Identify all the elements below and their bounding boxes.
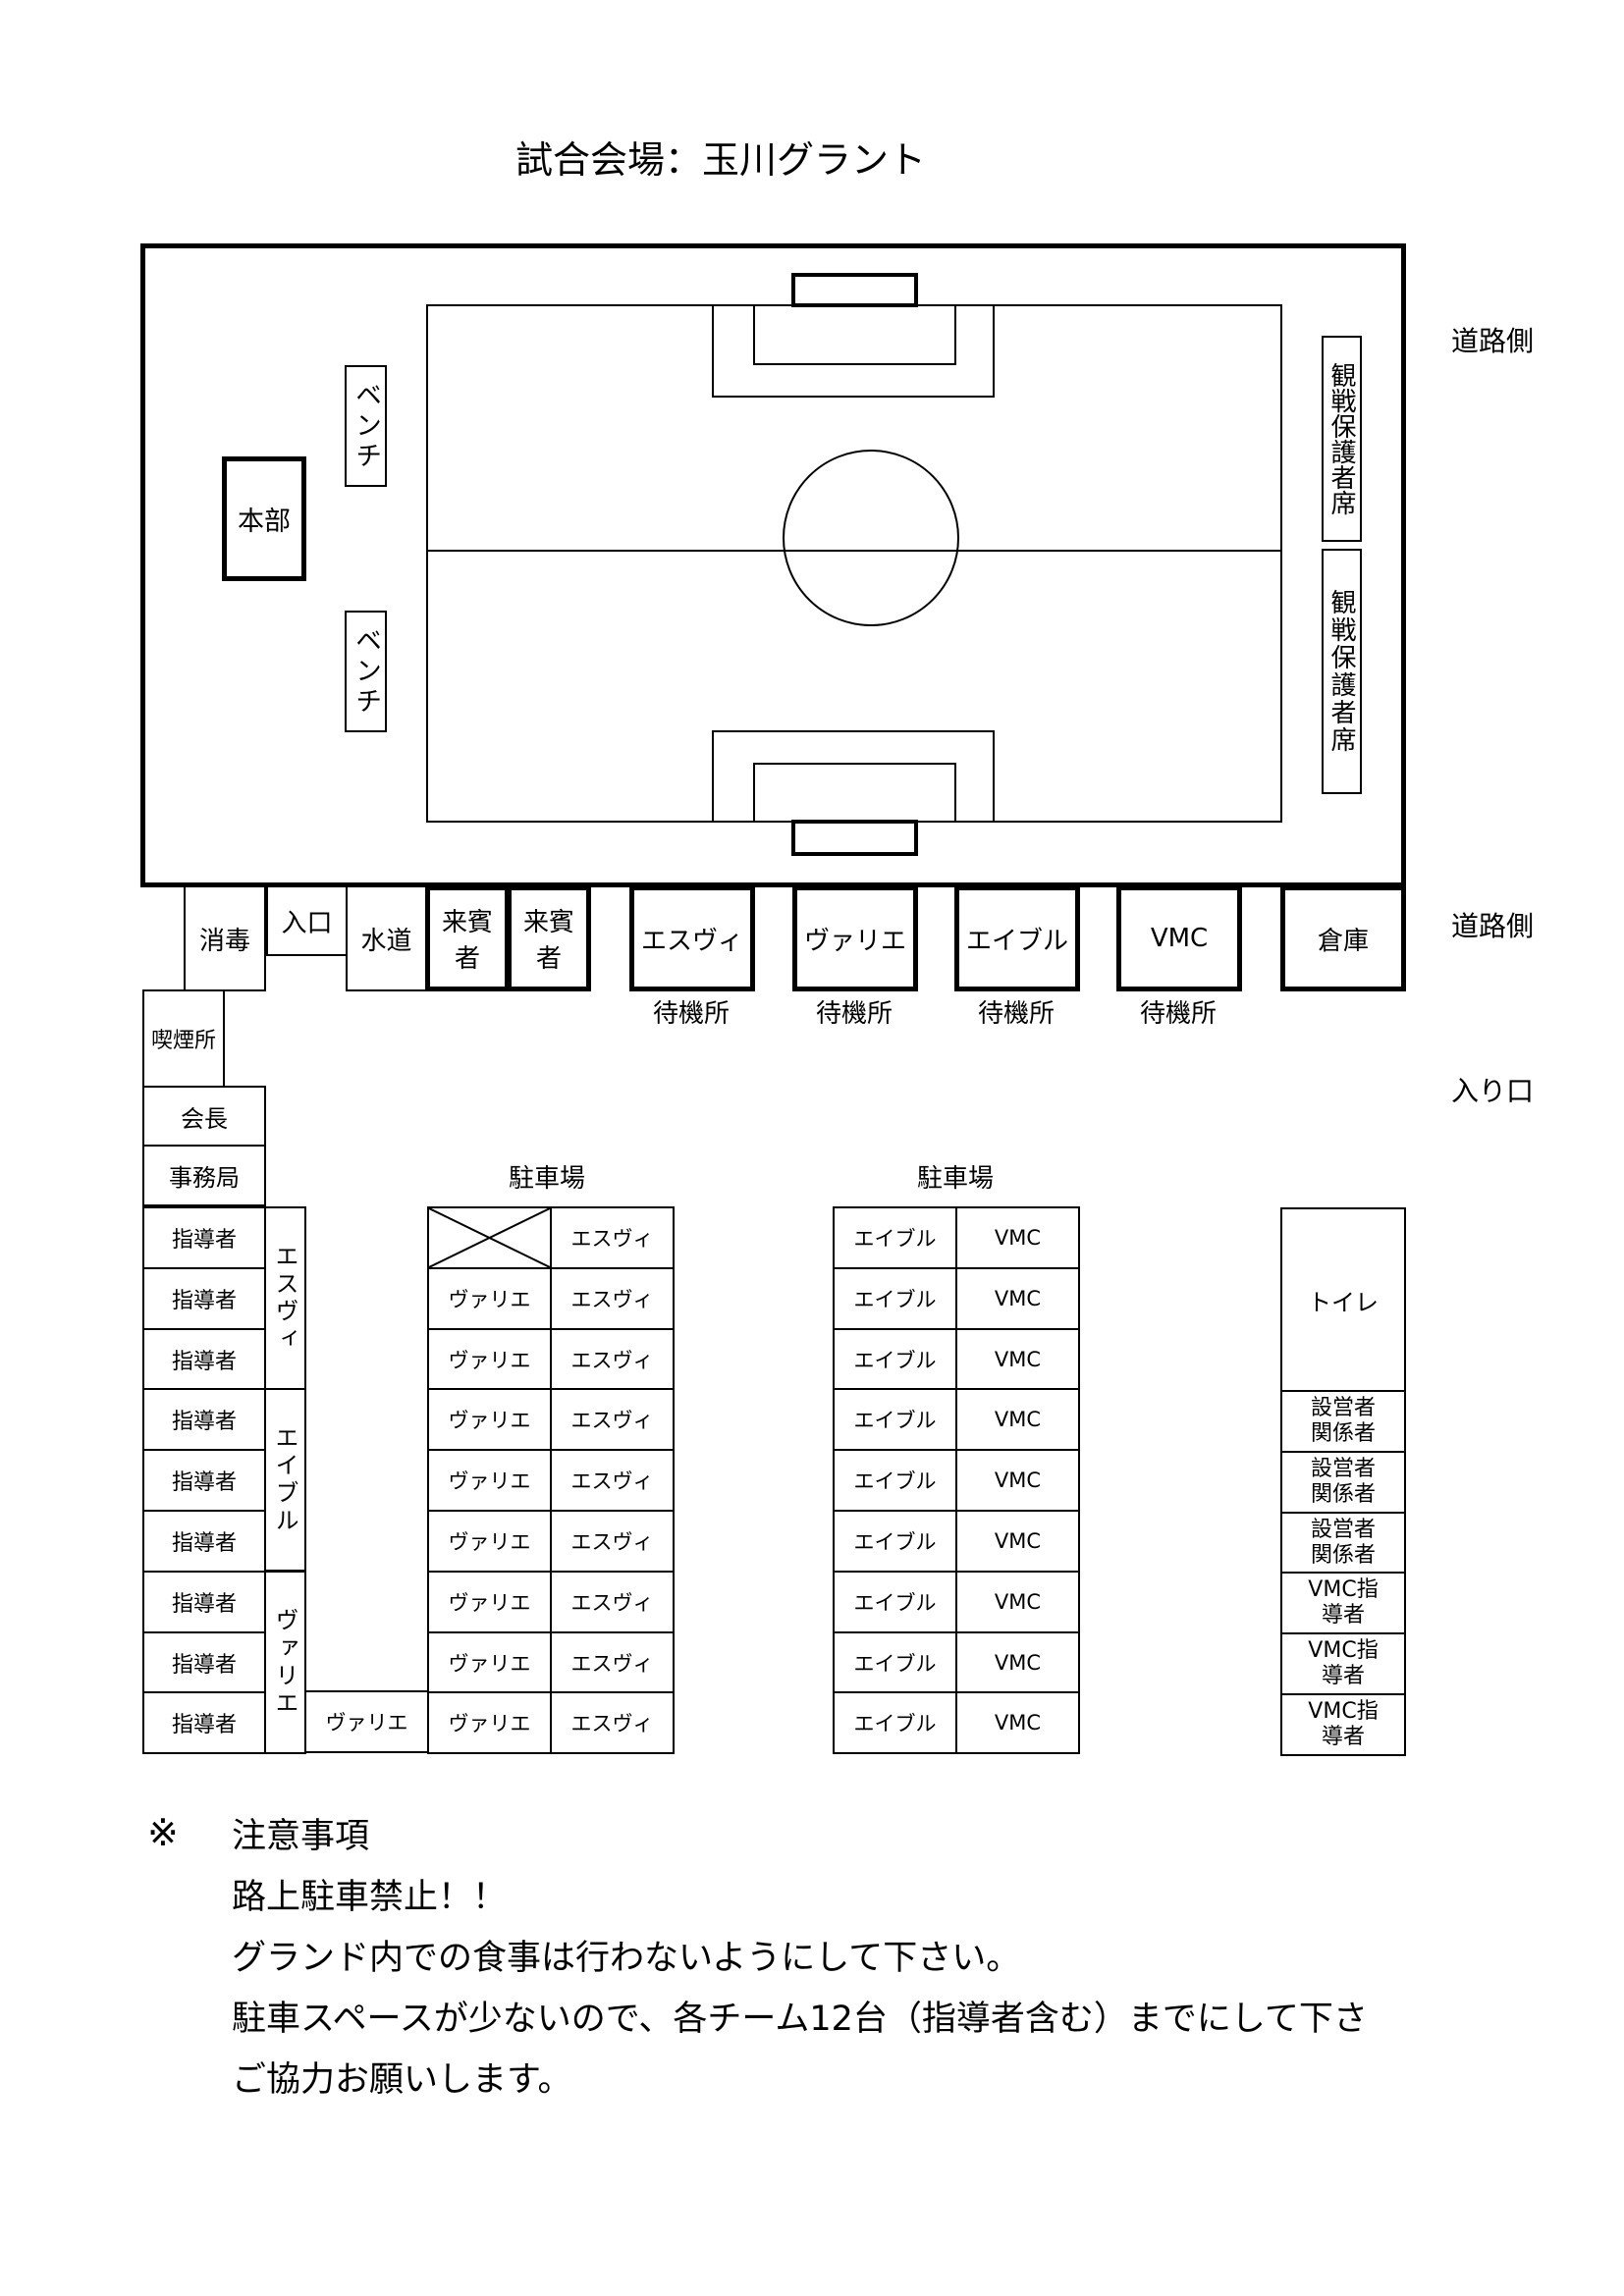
- road-side-label-mid: 道路側: [1451, 910, 1535, 942]
- chairman-parking: 会長: [142, 1086, 266, 1147]
- parking-space: エイブル: [833, 1267, 957, 1330]
- parking-space: VMC: [955, 1571, 1080, 1633]
- parking-space: エスヴィ: [550, 1206, 675, 1269]
- note-mark: ※: [147, 1811, 179, 1854]
- parking-space: ヴァリエ: [427, 1691, 552, 1754]
- guest-area-2: 来賓者: [507, 885, 591, 991]
- disinfection-area: 消毒: [184, 885, 266, 991]
- parking-label-1: 駐車場: [509, 1164, 586, 1194]
- staff-parking-space: VMC指導者: [1280, 1693, 1406, 1756]
- bench-1: ベンチ: [345, 365, 387, 487]
- coach-parking-space: 指導者: [142, 1206, 266, 1269]
- bench-2: ベンチ: [345, 611, 387, 732]
- staff-parking-space: VMC指導者: [1280, 1632, 1406, 1695]
- parking-space: ヴァリエ: [427, 1267, 552, 1330]
- parking-space: エイブル: [833, 1449, 957, 1512]
- parking-space: エスヴィ: [550, 1267, 675, 1330]
- parking-space: エスヴィ: [550, 1328, 675, 1391]
- parking-space: エスヴィ: [550, 1388, 675, 1451]
- staff-parking-space: 設営者関係者: [1280, 1451, 1406, 1514]
- notes-line: グランド内での食事は行わないようにして下さい。: [232, 1939, 1021, 1978]
- parking-space: ヴァリエ: [427, 1449, 552, 1512]
- parking-space: VMC: [955, 1631, 1080, 1694]
- notes-line: 駐車スペースが少ないので、各チーム12台（指導者含む）までにして下さ: [232, 2000, 1368, 2039]
- parking-space: エイブル: [833, 1691, 957, 1754]
- spectator-seats-1: 観戦保護者席: [1322, 336, 1362, 542]
- parking-space: エスヴィ: [550, 1449, 675, 1512]
- cross-mark: [429, 1208, 550, 1267]
- team-group-label: エイブル: [264, 1388, 306, 1572]
- parking-extra-varie: ヴァリエ: [304, 1690, 429, 1753]
- office-parking: 事務局: [142, 1145, 266, 1206]
- team-group-label: エスヴィ: [264, 1206, 306, 1390]
- parking-space: エスヴィ: [550, 1691, 675, 1754]
- waiting-box-esvi: エスヴィ: [629, 885, 755, 991]
- waiting-box-vmc: VMC: [1116, 885, 1242, 991]
- road-side-label-top: 道路側: [1451, 325, 1535, 357]
- coach-parking-space: 指導者: [142, 1571, 266, 1633]
- headquarters: 本部: [222, 456, 306, 581]
- parking-space: ヴァリエ: [427, 1631, 552, 1694]
- coach-parking-space: 指導者: [142, 1691, 266, 1754]
- parking-space: VMC: [955, 1206, 1080, 1269]
- parking-space: エスヴィ: [550, 1631, 675, 1694]
- parking-space: ヴァリエ: [427, 1571, 552, 1633]
- parking-space: VMC: [955, 1691, 1080, 1754]
- notes-line: ご協力お願いします。: [232, 2060, 572, 2100]
- staff-parking-space: 設営者関係者: [1280, 1512, 1406, 1575]
- parking-space: VMC: [955, 1449, 1080, 1512]
- waiting-label-varie: 待機所: [816, 999, 893, 1029]
- parking-space: VMC: [955, 1388, 1080, 1451]
- page-title: 試合会場：玉川グラント: [515, 138, 927, 182]
- parking-space: エスヴィ: [550, 1571, 675, 1633]
- storage-shed: 倉庫: [1280, 885, 1406, 991]
- staff-parking-space: VMC指導者: [1280, 1572, 1406, 1634]
- parking-space: ヴァリエ: [427, 1510, 552, 1573]
- parking-space: エスヴィ: [550, 1510, 675, 1573]
- coach-parking-space: 指導者: [142, 1631, 266, 1694]
- parking-space: ヴァリエ: [427, 1328, 552, 1391]
- water-tap: 水道: [346, 885, 427, 991]
- coach-parking-space: 指導者: [142, 1449, 266, 1512]
- parking-space: VMC: [955, 1328, 1080, 1391]
- guest-area-1: 来賓者: [425, 885, 510, 991]
- ground-boundary: [140, 243, 1406, 887]
- coach-parking-space: 指導者: [142, 1328, 266, 1391]
- waiting-label-esvi: 待機所: [653, 999, 731, 1029]
- coach-parking-space: 指導者: [142, 1388, 266, 1451]
- toilet: トイレ: [1280, 1207, 1406, 1392]
- parking-space: エイブル: [833, 1631, 957, 1694]
- team-group-label: ヴァリエ: [264, 1571, 306, 1754]
- reserved-space: [427, 1206, 552, 1269]
- waiting-label-able: 待機所: [978, 999, 1056, 1029]
- notes-line: 路上駐車禁止！！: [232, 1878, 508, 1917]
- parking-label-2: 駐車場: [917, 1164, 995, 1194]
- parking-space: エイブル: [833, 1510, 957, 1573]
- waiting-label-vmc: 待機所: [1140, 999, 1218, 1029]
- parking-space: エイブル: [833, 1328, 957, 1391]
- parking-space: VMC: [955, 1510, 1080, 1573]
- waiting-box-varie: ヴァリエ: [792, 885, 918, 991]
- notes-heading: 注意事項: [232, 1817, 370, 1856]
- notes-block: 注意事項 路上駐車禁止！！ グランド内での食事は行わないようにして下さい。 駐車…: [232, 1806, 1368, 2110]
- parking-space: エイブル: [833, 1571, 957, 1633]
- smoking-area: 喫煙所: [142, 989, 225, 1088]
- entrance-side-label: 入り口: [1451, 1075, 1535, 1107]
- spectator-seats-2: 観戦保護者席: [1322, 549, 1362, 794]
- staff-parking-space: 設営者関係者: [1280, 1390, 1406, 1453]
- waiting-box-able: エイブル: [954, 885, 1080, 991]
- parking-space: VMC: [955, 1267, 1080, 1330]
- coach-parking-space: 指導者: [142, 1267, 266, 1330]
- parking-space: ヴァリエ: [427, 1388, 552, 1451]
- coach-parking-space: 指導者: [142, 1510, 266, 1573]
- parking-space: エイブル: [833, 1206, 957, 1269]
- parking-space: エイブル: [833, 1388, 957, 1451]
- entrance-gate: 入口: [266, 885, 348, 956]
